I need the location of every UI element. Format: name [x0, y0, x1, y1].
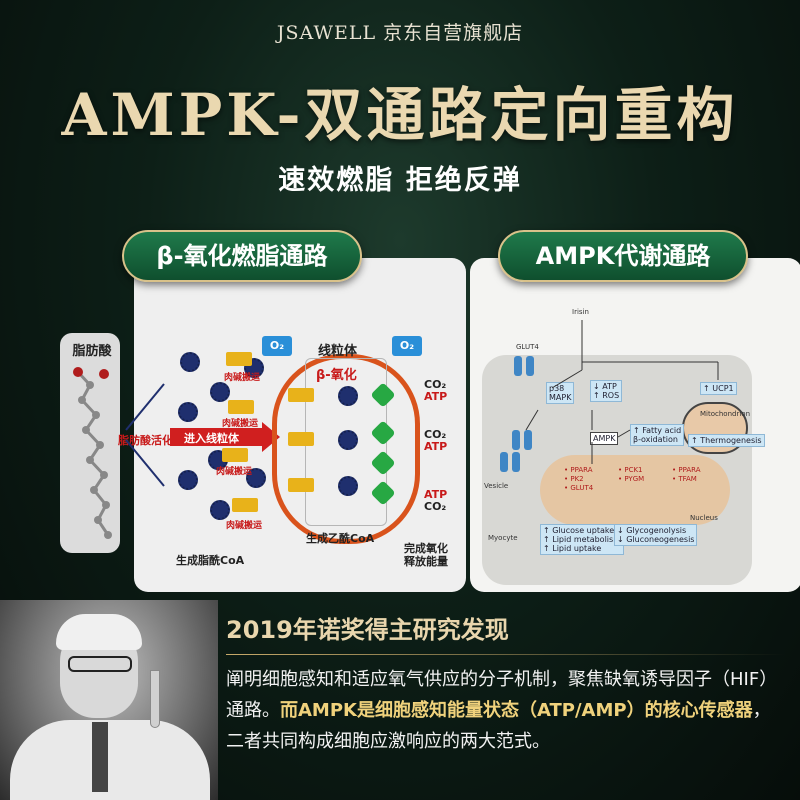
- hair: [56, 614, 142, 650]
- co2-label: CO₂: [424, 428, 447, 441]
- activation-label: 脂肪酸活化: [118, 434, 173, 447]
- ampk-pathway-tab: AMPK代谢通路: [498, 230, 748, 282]
- glut4-channel: [514, 356, 522, 376]
- lab-coat: [10, 720, 210, 800]
- gear-icon: [178, 402, 198, 422]
- acyl-coa-label: 生成脂酰CoA: [176, 554, 245, 567]
- irisin-label: Irisin: [572, 308, 589, 316]
- truck-icon: [226, 352, 252, 366]
- fatty-acid-box: [60, 333, 120, 553]
- gene-list-2: • PCK1 • PYGM: [618, 466, 645, 483]
- gear-icon: [338, 476, 358, 496]
- ampk-box: AMPK: [590, 432, 619, 445]
- atp-label: ATP: [424, 488, 448, 501]
- gene-list-1: • PPARA • PK2 • GLUT4: [564, 466, 594, 492]
- paragraph-part-2: ，二者共同构成细胞应激响应的两大范式。: [226, 700, 771, 752]
- effects-box-2: ↓ Glycogenolysis ↓ Gluconeogenesis: [614, 524, 698, 546]
- test-tube-icon: [150, 670, 160, 728]
- page-subtitle: 速效燃脂 拒绝反弹: [278, 165, 522, 196]
- beta-oxidation-tab: β-氧化燃脂通路: [122, 230, 362, 282]
- atp-ros-box: ↓ ATP ↑ ROS: [590, 380, 623, 402]
- truck-icon: [222, 448, 248, 462]
- glut4-channel: [526, 356, 534, 376]
- o2-icon: O₂: [392, 336, 422, 356]
- vesicle-channel: [512, 452, 520, 472]
- ucp1-box: ↑ UCP1: [700, 382, 737, 395]
- acetyl-coa-label: 生成乙酰CoA: [306, 532, 375, 545]
- nobel-title: 2019年诺奖得主研究发现: [226, 616, 509, 644]
- vesicle-channel: [524, 430, 532, 450]
- atp-label: ATP: [424, 390, 448, 403]
- o2-icon: O₂: [262, 336, 292, 356]
- carnitine-label: 肉碱搬运: [222, 419, 259, 429]
- paragraph-part-1: 阐明细胞感知和适应氧气供应的分子机制，聚焦缺氧诱导因子（HIF）通路。: [226, 669, 778, 721]
- glasses-icon: [68, 656, 132, 672]
- effects-box-1: ↑ Glucose uptake ↑ Lipid metabolism ↑ Li…: [540, 524, 624, 555]
- glut4-label: GLUT4: [516, 343, 539, 351]
- activation-arrows: [125, 383, 165, 487]
- gear-icon: [178, 470, 198, 490]
- enter-mito-label: 进入线粒体: [184, 432, 239, 445]
- gear-icon: [210, 382, 230, 402]
- nucleus-label: Nucleus: [690, 514, 718, 522]
- carnitine-label: 肉碱搬运: [226, 521, 263, 531]
- beta-oxidation-panel: [134, 258, 466, 592]
- truck-icon: [288, 432, 314, 446]
- mitochondria-label: 线粒体: [318, 344, 358, 359]
- brand-header: JSAWELL 京东自营旗舰店: [276, 22, 524, 44]
- page-title: AMPK-双通路定向重构: [61, 81, 739, 149]
- gear-icon: [338, 386, 358, 406]
- gene-list-3: • PPARA • TFAM: [672, 466, 701, 483]
- myocyte-label: Myocyte: [488, 534, 518, 542]
- mitochondria-outline: [272, 354, 420, 544]
- atp-label: ATP: [424, 440, 448, 453]
- complete-oxidation-label: 完成氧化 释放能量: [404, 542, 448, 568]
- mitochondrion-label: Mitochondrion: [700, 410, 751, 418]
- co2-label: CO₂: [424, 378, 447, 391]
- truck-icon: [228, 400, 254, 414]
- truck-icon: [232, 498, 258, 512]
- co2-label: CO₂: [424, 500, 447, 513]
- paragraph-highlight: 而AMPK是细胞感知能量状态（ATP/AMP）的核心传感器: [280, 700, 753, 721]
- gear-icon: [210, 500, 230, 520]
- tie: [92, 722, 108, 792]
- gear-icon: [338, 430, 358, 450]
- fatty-acid-label: 脂肪酸: [72, 344, 112, 359]
- beta-oxidation-label: β-氧化: [316, 368, 357, 383]
- divider: [226, 654, 786, 655]
- fatty-acid-ox-box: ↑ Fatty acid β-oxidation: [630, 424, 685, 446]
- vesicle-label: Vesicle: [484, 482, 509, 490]
- gear-icon: [180, 352, 200, 372]
- carnitine-label: 肉碱搬运: [216, 467, 253, 477]
- enter-mito-arrow: [170, 428, 262, 446]
- thermogenesis-box: ↑ Thermogenesis: [688, 434, 765, 447]
- truck-icon: [288, 478, 314, 492]
- pathway-arrows: [525, 320, 719, 464]
- fatty-acid-chain: [73, 367, 112, 539]
- truck-icon: [288, 388, 314, 402]
- description-paragraph: 阐明细胞感知和适应氧气供应的分子机制，聚焦缺氧诱导因子（HIF）通路。而AMPK…: [226, 664, 788, 757]
- vesicle-channel: [512, 430, 520, 450]
- vesicle-channel: [500, 452, 508, 472]
- carnitine-label: 肉碱搬运: [224, 373, 261, 383]
- gear-icon: [246, 468, 266, 488]
- nucleus-shape: [540, 455, 730, 525]
- scientist-portrait: [0, 600, 218, 800]
